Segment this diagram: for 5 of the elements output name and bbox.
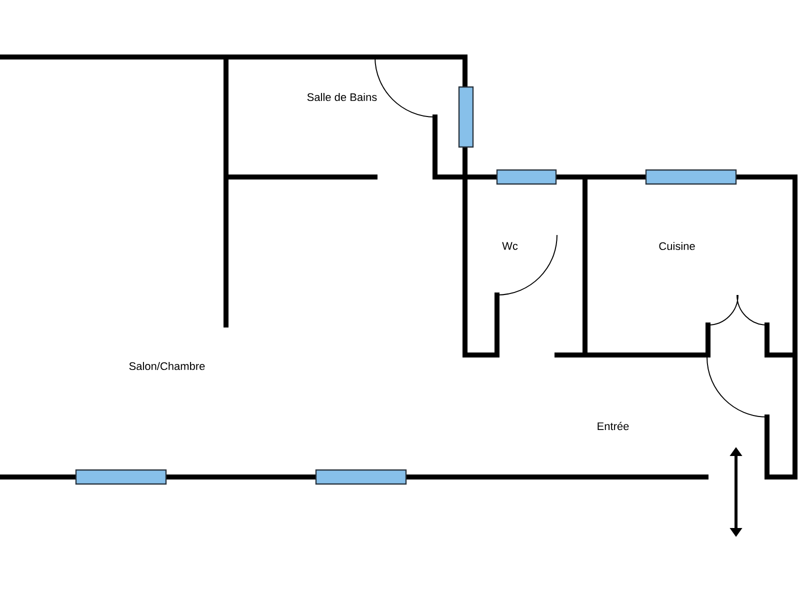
room-label: Cuisine xyxy=(659,242,695,250)
room-label: Salle de Bains xyxy=(307,92,377,102)
room-label: Salon/Chambre xyxy=(129,362,205,370)
room-label: Wc xyxy=(502,242,518,250)
room-label: Entrée xyxy=(598,422,629,430)
